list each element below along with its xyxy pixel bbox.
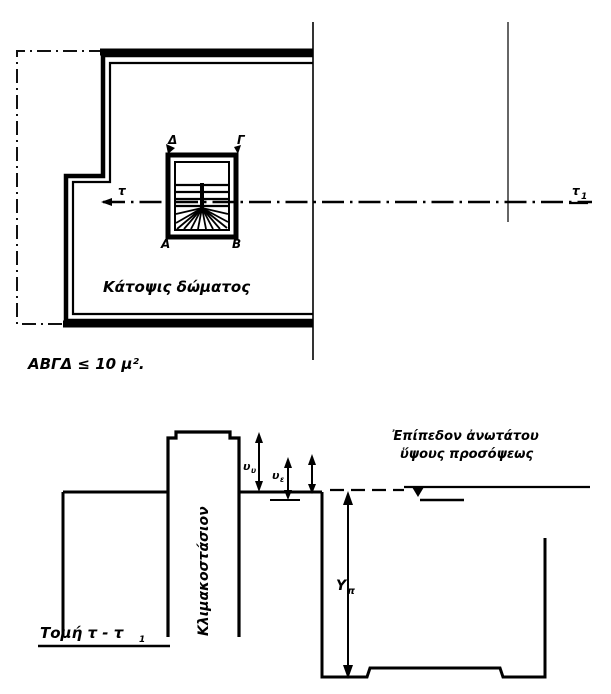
max-facade-height-label-line2: ὕψους προσόψεως xyxy=(400,447,533,462)
total-height-dimension xyxy=(343,491,353,679)
section-mark-right-subscript: 1 xyxy=(581,192,587,202)
stairwell-outer-rect xyxy=(165,152,239,240)
building-right-profile xyxy=(320,492,547,679)
dim-label-uu-subscript: υ xyxy=(251,466,256,475)
dim-yp-arrow-top xyxy=(343,491,353,505)
dim-label-yp-subscript: π xyxy=(347,586,355,597)
stairwell-label: Κλιμακοστάσιον xyxy=(196,506,212,636)
plot-boundary-dash-dot xyxy=(16,50,103,325)
stair-corner-ticks xyxy=(166,144,241,154)
section-title-subscript: 1 xyxy=(139,635,145,645)
dim-label-uu: υ xyxy=(243,460,251,473)
max-facade-height-datum xyxy=(330,485,590,502)
plan-area-formula: ΑΒΓΔ ≤ 10 μ². xyxy=(27,355,145,373)
section-mark-right-label: τ xyxy=(572,184,580,198)
dim-label-yp: Υ xyxy=(336,578,348,594)
stairwell-box-profile xyxy=(166,430,241,637)
stairwell-inner-rect xyxy=(174,161,230,231)
dim-third-arrow-top xyxy=(308,454,316,465)
stair-corner-label-gamma: Γ xyxy=(237,133,246,147)
section-view-group: Ἐπίπεδον ἀνωτάτου ὕψους προσόψεως υ υ υ … xyxy=(38,429,590,679)
dim-label-ue: υ xyxy=(272,469,280,482)
stairwell-enclosure-group xyxy=(165,152,239,240)
dim-uu-arrow-top xyxy=(255,432,263,443)
plan-title: Κάτοψις δώματος xyxy=(103,278,250,296)
dim-uu-arrow-bottom xyxy=(255,481,263,492)
building-outer-wall xyxy=(63,52,313,324)
stair-winder-treads xyxy=(175,207,229,230)
section-cut-arrow-left xyxy=(101,198,112,206)
dim-yp-arrow-bottom xyxy=(343,665,353,679)
building-left-profile xyxy=(61,490,170,637)
building-inner-wall xyxy=(71,61,313,316)
stair-corner-label-alpha: Α xyxy=(160,237,170,251)
dim-ue-arrow-top xyxy=(284,457,292,468)
small-dimension-group xyxy=(239,432,322,501)
dim-label-ue-subscript: ε xyxy=(280,475,284,484)
stair-corner-label-beta: Β xyxy=(232,237,241,251)
stair-corner-label-delta: Δ xyxy=(167,133,177,147)
section-mark-left-label: τ xyxy=(118,184,126,198)
plan-view-group: Δ Γ Α Β τ τ 1 Κάτοψις δώματος ΑΒΓΔ ≤ 10 … xyxy=(16,22,592,373)
max-facade-height-label-line1: Ἐπίπεδον ἀνωτάτου xyxy=(392,429,539,444)
section-title: Τομή τ - τ xyxy=(40,624,124,642)
dim-third-arrow-bottom xyxy=(308,484,316,494)
level-triangle-icon xyxy=(412,487,424,497)
